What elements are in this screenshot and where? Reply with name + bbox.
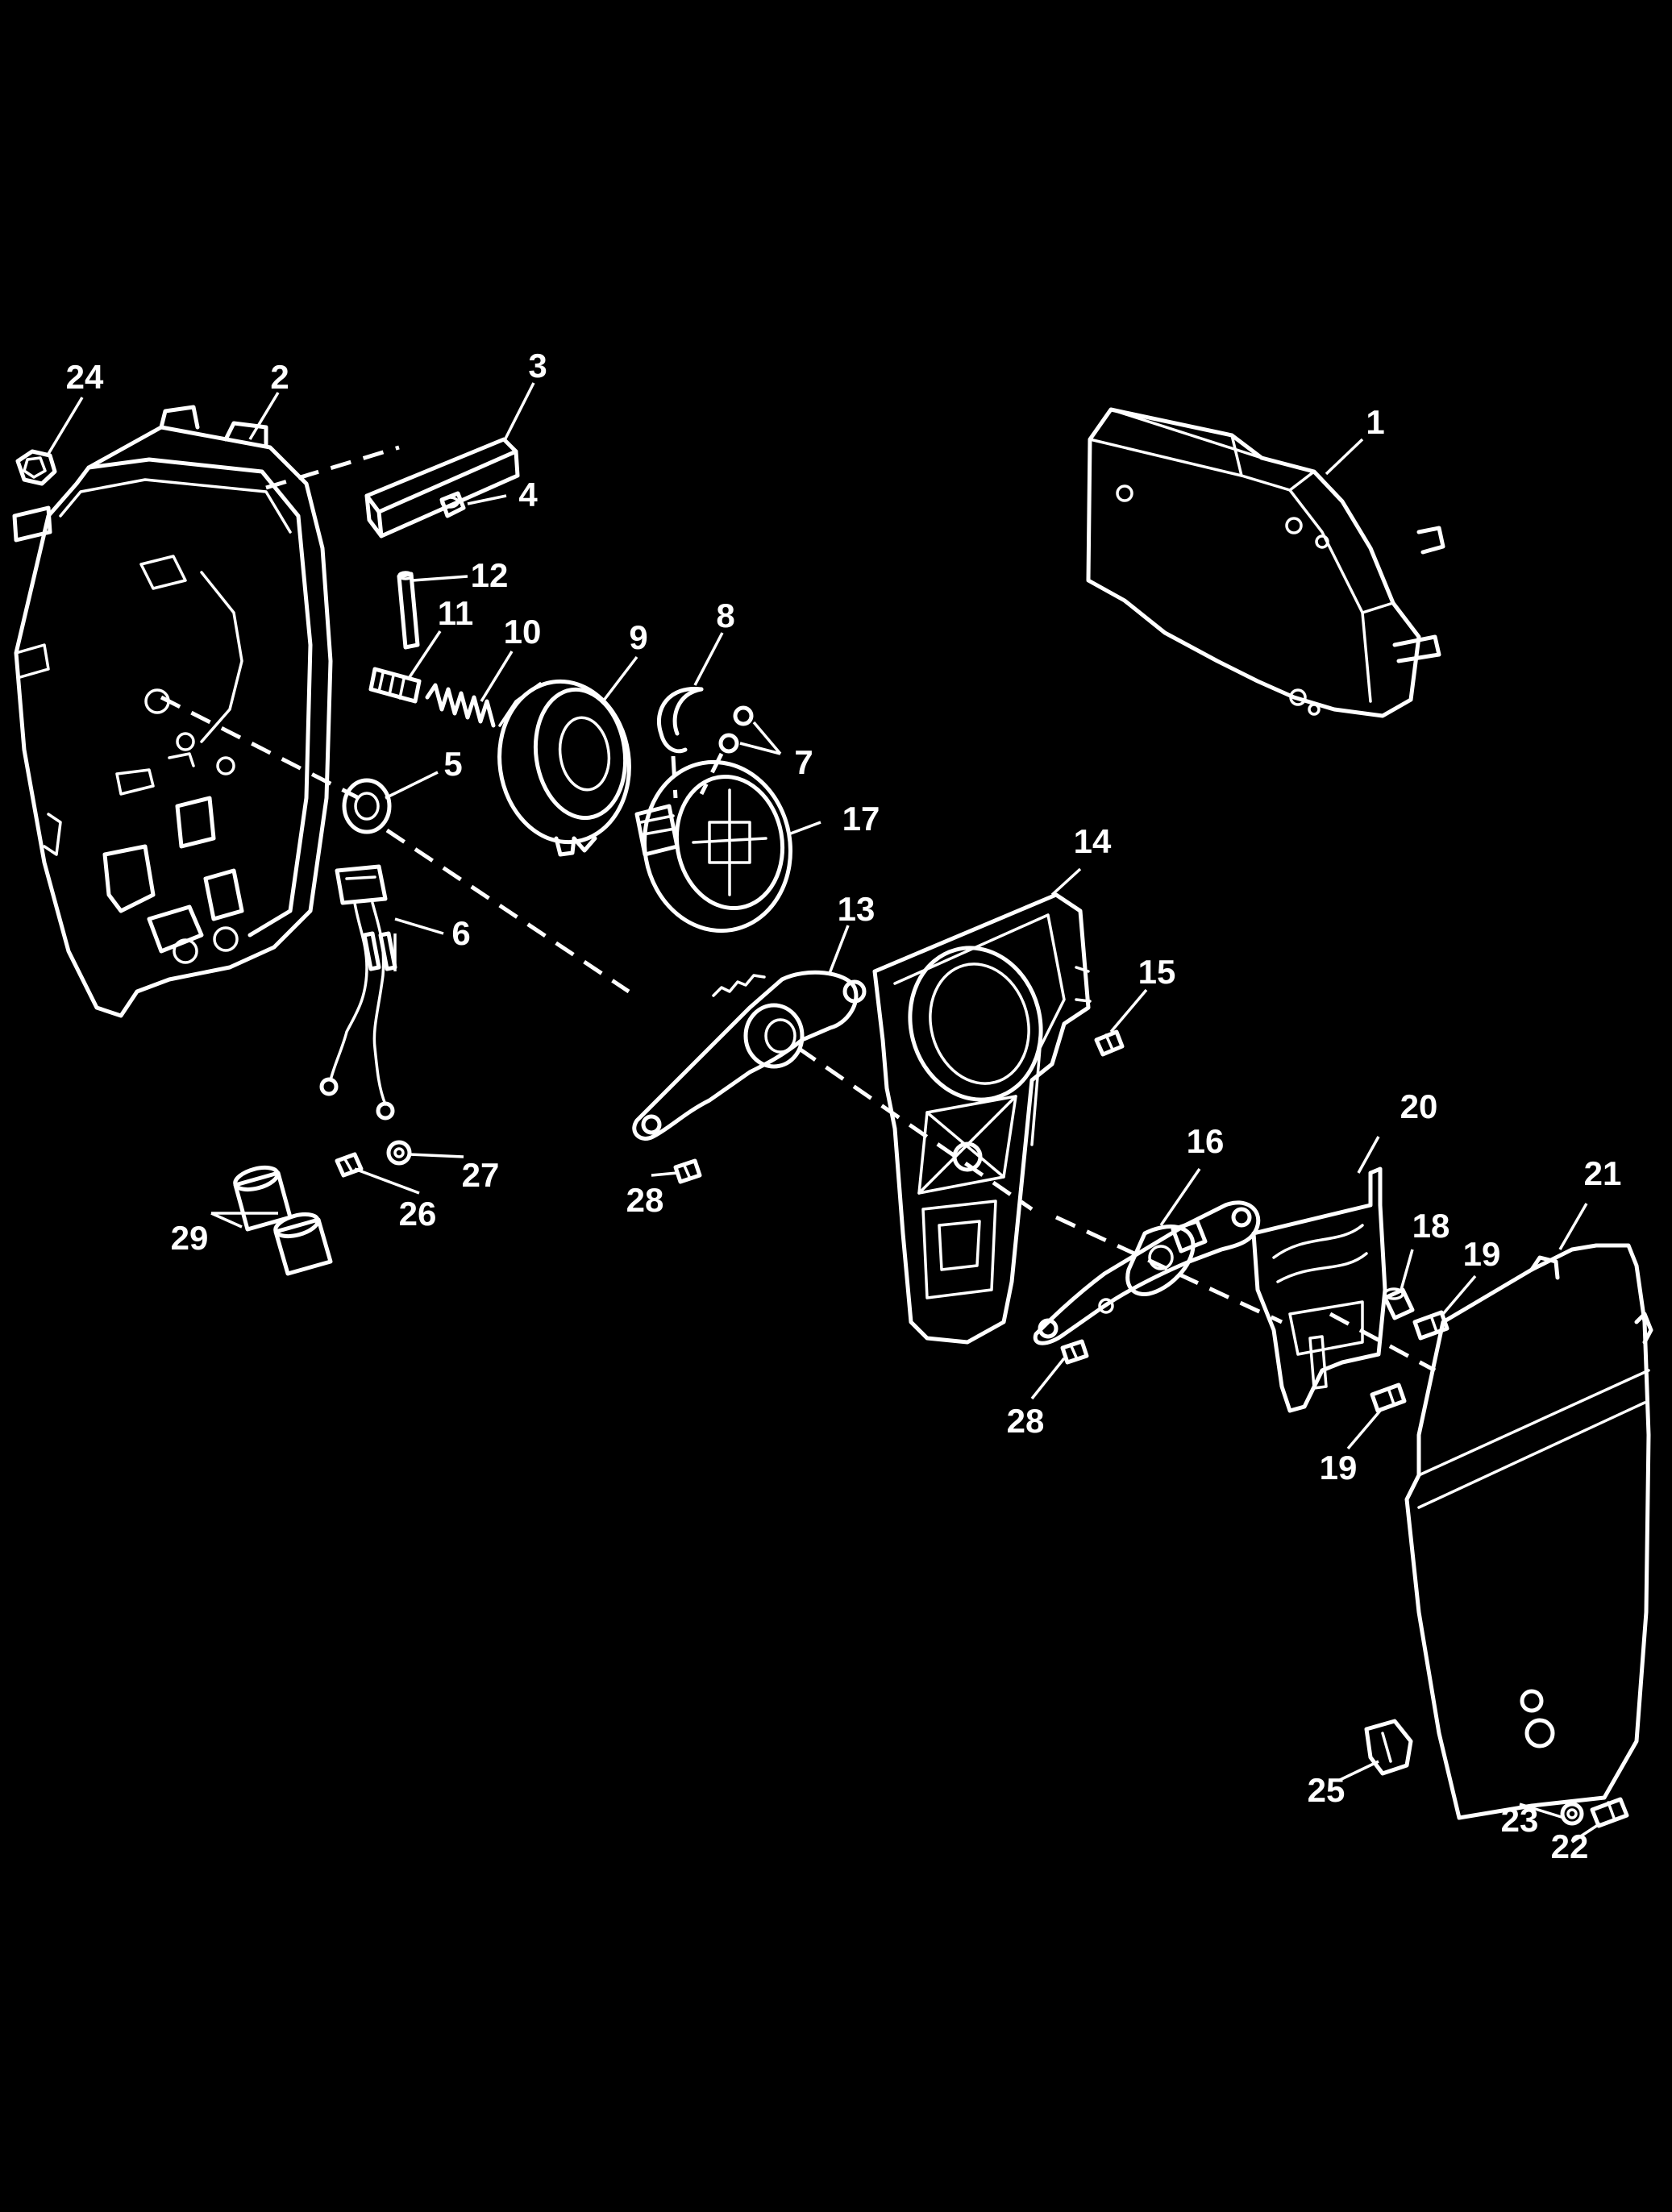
- assembled-control-box: [1086, 407, 1445, 718]
- lever-13: [632, 970, 867, 1141]
- leader-lines: [47, 382, 1601, 1844]
- callout-11: 11: [438, 594, 473, 632]
- callout-6: 6: [451, 914, 470, 952]
- callout-18: 18: [1412, 1207, 1450, 1245]
- callout-10: 10: [504, 613, 542, 651]
- screw-19a: [1412, 1310, 1449, 1341]
- hex-nut-24: [15, 449, 57, 486]
- screw-15: [1094, 1029, 1125, 1057]
- callout-15: 15: [1138, 953, 1176, 991]
- callout-labels: 1 2 3 4 5 6 7 8 9 10 11 12 13 14 15 16 1…: [66, 347, 1622, 1865]
- callout-8: 8: [716, 597, 734, 634]
- cover-21: [1404, 1243, 1653, 1820]
- callout-7: 7: [794, 743, 813, 781]
- callout-14: 14: [1074, 822, 1112, 860]
- callout-5: 5: [443, 745, 462, 783]
- callout-13: 13: [838, 890, 876, 928]
- callout-24: 24: [66, 358, 104, 396]
- clip-25: [1364, 1719, 1413, 1776]
- callout-21: 21: [1584, 1154, 1622, 1192]
- callout-4: 4: [518, 476, 538, 514]
- callout-19b: 19: [1320, 1449, 1358, 1486]
- pin-12: [397, 571, 420, 650]
- spacer-18: [1383, 1287, 1415, 1320]
- gear-9: [497, 679, 631, 857]
- nut-27: [386, 1140, 412, 1166]
- screw-19b: [1370, 1382, 1407, 1413]
- callout-29: 29: [171, 1219, 209, 1257]
- callout-3: 3: [528, 347, 547, 385]
- callout-26: 26: [399, 1195, 437, 1233]
- callout-25: 25: [1308, 1771, 1346, 1809]
- bushing-5: [342, 778, 392, 834]
- callout-27: 27: [462, 1156, 500, 1194]
- balls-7: [718, 705, 754, 754]
- callout-22: 22: [1551, 1827, 1589, 1865]
- link-16: [1033, 1200, 1261, 1345]
- callout-12: 12: [471, 556, 509, 594]
- detent-11: [368, 667, 422, 704]
- callout-17: 17: [842, 800, 880, 838]
- callout-16: 16: [1187, 1122, 1225, 1160]
- callout-23: 23: [1501, 1801, 1539, 1839]
- callout-1: 1: [1366, 403, 1384, 441]
- callout-9: 9: [629, 618, 647, 656]
- pin-3: [364, 437, 520, 538]
- spring-10: [425, 683, 496, 728]
- main-housing: [12, 405, 333, 1018]
- frame-plate-14: [872, 892, 1092, 1345]
- retaining-clip-8: [656, 686, 704, 754]
- callout-28b: 28: [1007, 1402, 1045, 1440]
- sleeves-29: [233, 1165, 333, 1276]
- screw-28a: [673, 1158, 702, 1184]
- screw-28b: [1060, 1339, 1089, 1365]
- callout-19a: 19: [1463, 1235, 1501, 1273]
- callout-2: 2: [270, 358, 289, 396]
- bushing-4: [439, 491, 466, 518]
- washer-23: [1560, 1802, 1584, 1826]
- bracket-20: [1251, 1166, 1387, 1413]
- assembly-dashed-lines: [160, 445, 1437, 1373]
- screw-26: [335, 1152, 364, 1178]
- callout-20: 20: [1400, 1087, 1438, 1125]
- callout-28a: 28: [626, 1181, 664, 1219]
- screw-22: [1590, 1797, 1629, 1828]
